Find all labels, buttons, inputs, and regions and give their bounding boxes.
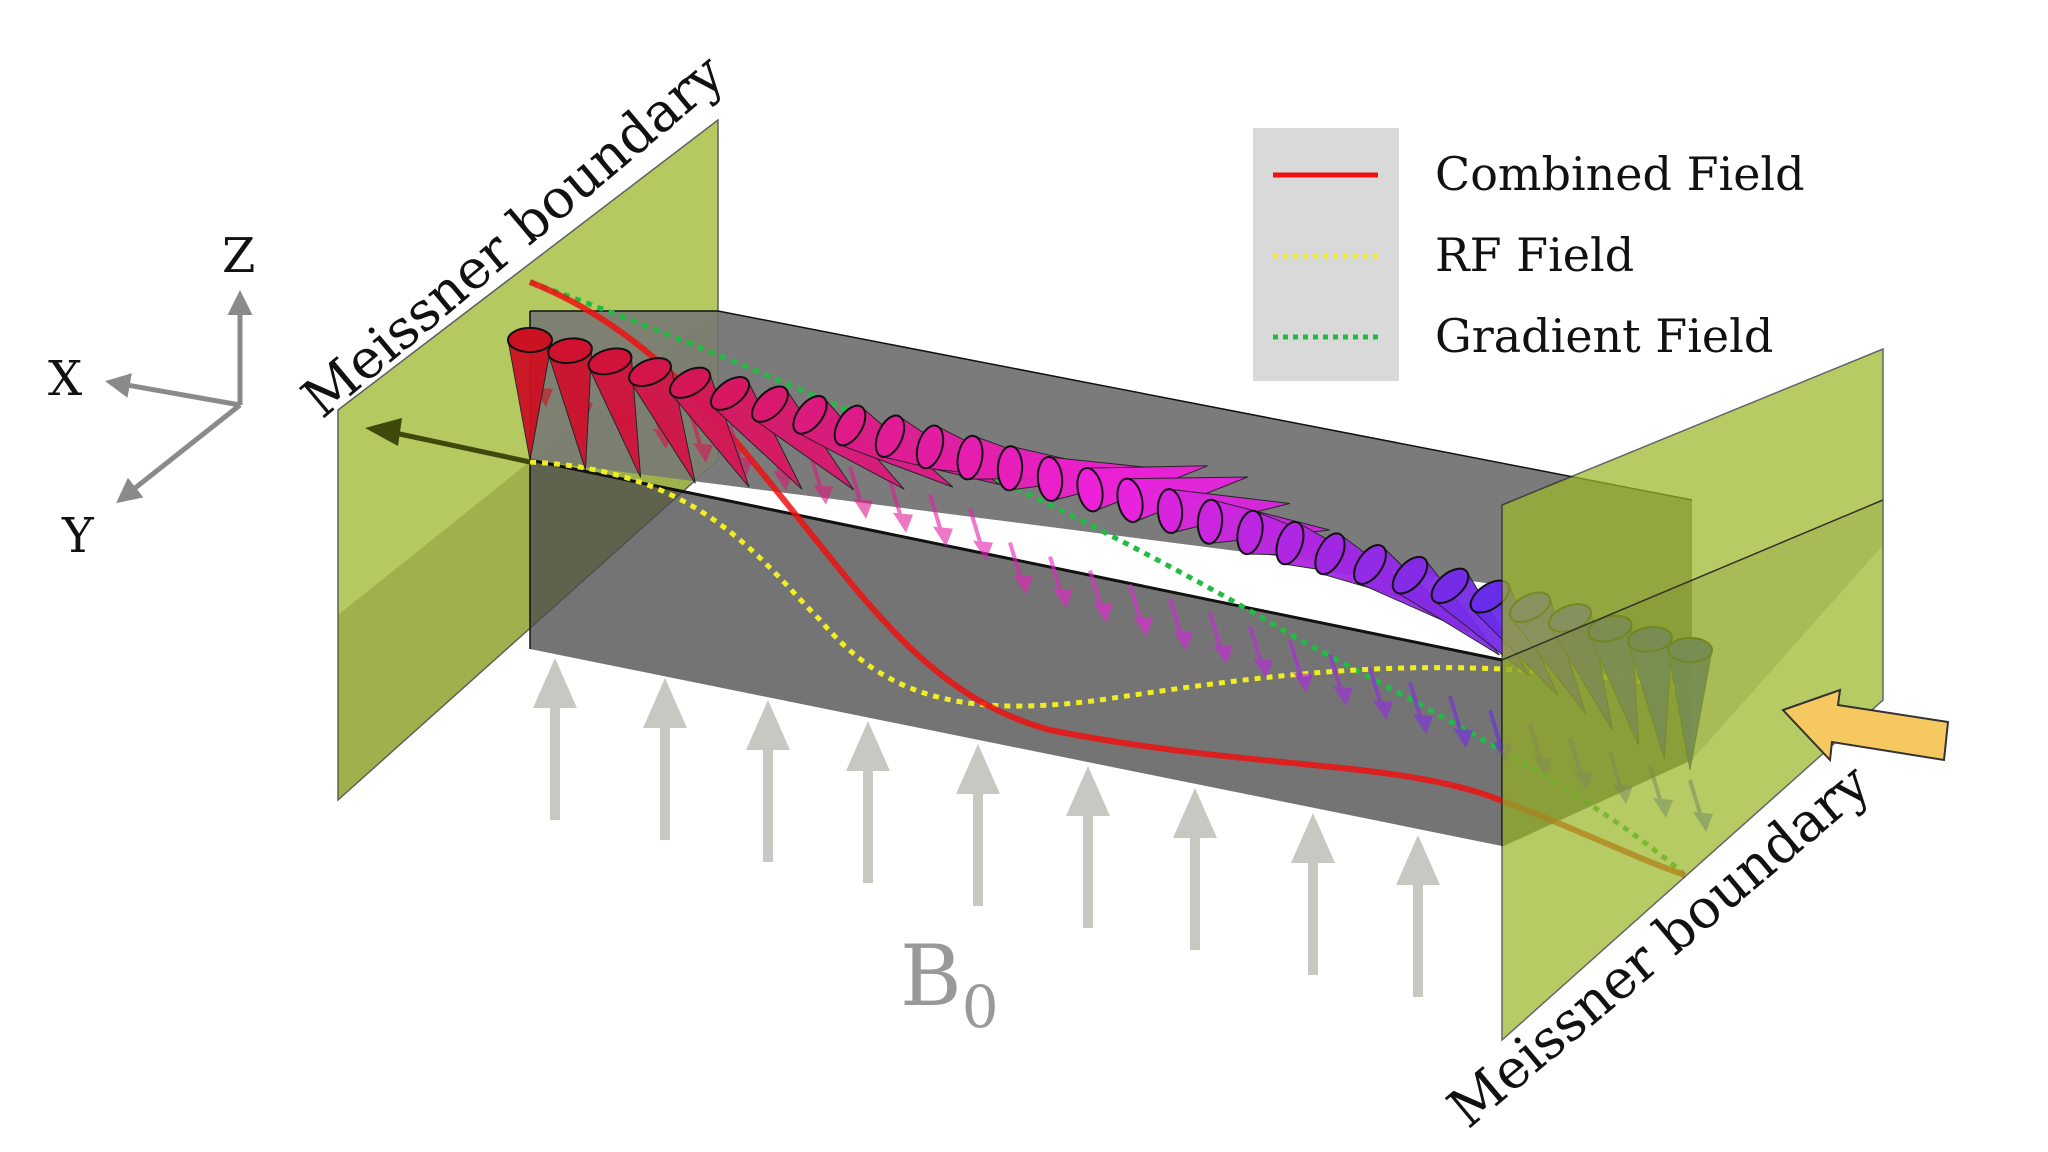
- field-vector-arrow: [1408, 681, 1433, 735]
- b0-label-subscript: 0: [962, 973, 999, 1041]
- field-vector-arrow: [1128, 583, 1153, 637]
- field-vector-arrow: [1048, 555, 1073, 609]
- spin-cone: [709, 376, 803, 490]
- b0-arrow: [1066, 766, 1110, 928]
- field-vector-arrow: [888, 480, 913, 533]
- z-axis-label: Z: [222, 228, 255, 284]
- x-axis-label: X: [48, 351, 82, 407]
- b0-arrow: [846, 721, 890, 883]
- field-vector-arrow: [1248, 625, 1273, 679]
- spin-cone: [751, 385, 855, 491]
- slab-front-face: [530, 460, 1502, 846]
- input-arrow: [1781, 688, 1950, 763]
- b0-arrow: [533, 658, 577, 820]
- rf-field-curve: [529, 459, 1701, 709]
- b0-label-main: B: [900, 927, 962, 1025]
- field-vector-arrow: [1448, 695, 1473, 749]
- x-axis-line: [105, 373, 241, 408]
- spin-cone: [628, 357, 696, 484]
- y-axis-line: [116, 403, 242, 504]
- left-boundary-arrow: [365, 418, 531, 465]
- b0-arrow: [956, 744, 1000, 906]
- b0-arrow: [1173, 788, 1217, 950]
- field-vector-arrow: [968, 508, 993, 561]
- spin-cone: [547, 337, 593, 470]
- field-vector-arrow: [848, 466, 873, 519]
- b0-field-arrows: [533, 658, 1440, 997]
- field-vector-arrow: [928, 494, 953, 547]
- field-vector-arrow: [1088, 569, 1113, 623]
- legend-label-combined: Combined Field: [1435, 147, 1805, 201]
- legend-label-gradient: Gradient Field: [1435, 309, 1773, 363]
- legend: Combined Field RF Field Gradient Field: [1253, 128, 1805, 381]
- b0-arrow: [746, 700, 790, 862]
- spin-cone: [668, 366, 750, 488]
- b0-arrow: [643, 678, 687, 840]
- field-vector-arrow: [1008, 542, 1033, 595]
- right-meissner-plate: [1501, 347, 1884, 1042]
- spin-cone: [587, 347, 642, 478]
- b0-arrow: [1396, 835, 1440, 997]
- field-vector-arrow: [1288, 639, 1313, 693]
- b0-arrow: [1291, 813, 1335, 975]
- y-axis-label: Y: [61, 508, 95, 564]
- field-vector-arrow: [1368, 667, 1393, 721]
- field-vector-arrow: [1168, 597, 1193, 651]
- slab-top-surface: [530, 311, 1692, 585]
- field-vector-arrow: [1208, 611, 1233, 665]
- b0-label: B0: [900, 927, 999, 1041]
- spin-cone: [507, 326, 553, 461]
- legend-label-rf: RF Field: [1435, 228, 1634, 282]
- field-vector-arrow: [1328, 653, 1353, 707]
- axis-triad: [105, 290, 253, 504]
